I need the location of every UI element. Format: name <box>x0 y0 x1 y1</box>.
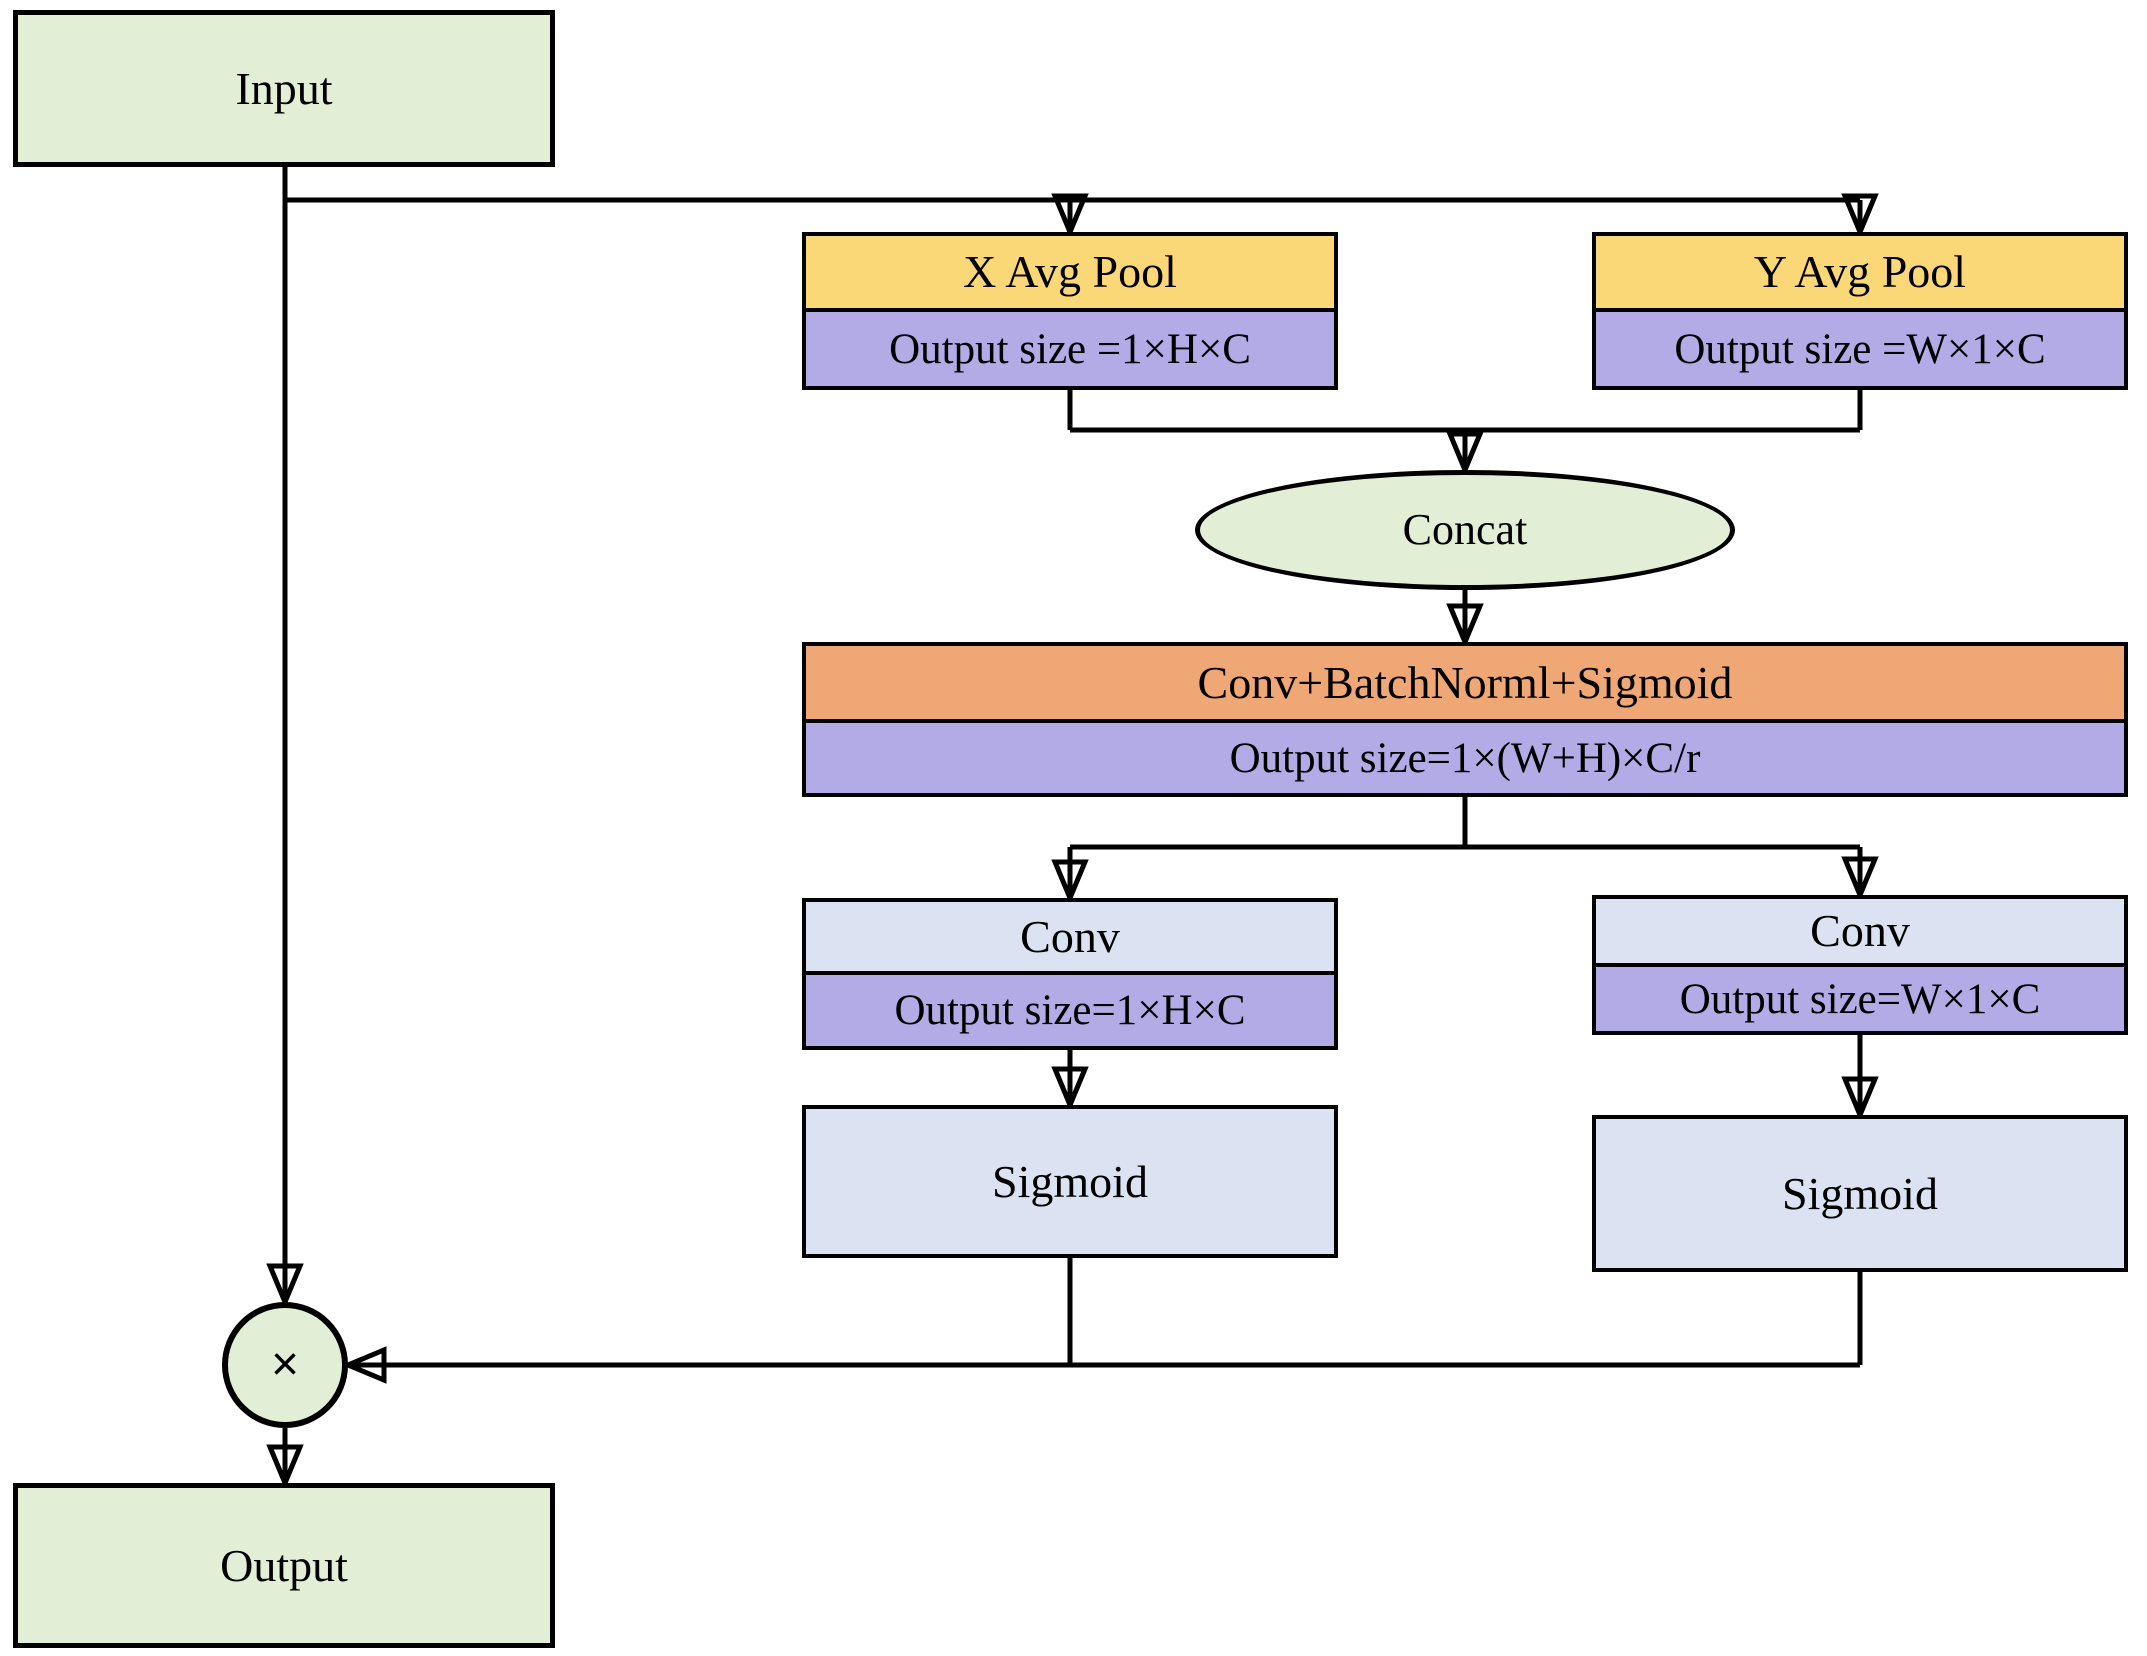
conv-x-output-size: Output size=1×H×C <box>894 987 1246 1034</box>
y-avg-pool-output-size: Output size =W×1×C <box>1674 325 2046 373</box>
conv-y-title-row: Conv <box>1596 899 2124 963</box>
conv-bn-sigmoid-title-row: Conv+BatchNorml+Sigmoid <box>806 646 2124 719</box>
output-node: Output <box>13 1483 555 1648</box>
multiply-node: × <box>222 1302 348 1428</box>
conv-bn-sigmoid-node: Conv+BatchNorml+Sigmoid Output size=1×(W… <box>802 642 2128 797</box>
y-avg-pool-node: Y Avg Pool Output size =W×1×C <box>1592 232 2128 390</box>
input-node: Input <box>13 10 555 167</box>
conv-bn-sigmoid-output-size: Output size=1×(W+H)×C/r <box>1229 734 1701 782</box>
x-avg-pool-label: X Avg Pool <box>963 246 1177 297</box>
y-avg-pool-size-row: Output size =W×1×C <box>1596 308 2124 386</box>
sigmoid-x-node: Sigmoid <box>802 1105 1338 1258</box>
y-avg-pool-title-row: Y Avg Pool <box>1596 236 2124 308</box>
multiply-icon: × <box>270 1338 300 1391</box>
x-avg-pool-size-row: Output size =1×H×C <box>806 308 1334 386</box>
conv-bn-sigmoid-size-row: Output size=1×(W+H)×C/r <box>806 719 2124 793</box>
sigmoid-x-label: Sigmoid <box>992 1155 1148 1207</box>
output-label: Output <box>220 1539 348 1591</box>
input-label: Input <box>235 62 333 114</box>
x-avg-pool-output-size: Output size =1×H×C <box>889 325 1251 373</box>
x-avg-pool-node: X Avg Pool Output size =1×H×C <box>802 232 1338 390</box>
concat-node: Concat <box>1195 470 1735 590</box>
y-avg-pool-label: Y Avg Pool <box>1753 246 1967 297</box>
sigmoid-y-node: Sigmoid <box>1592 1115 2128 1272</box>
conv-x-node: Conv Output size=1×H×C <box>802 898 1338 1050</box>
sigmoid-y-label: Sigmoid <box>1782 1167 1938 1219</box>
conv-bn-sigmoid-label: Conv+BatchNorml+Sigmoid <box>1197 656 1733 708</box>
conv-y-size-row: Output size=W×1×C <box>1596 963 2124 1031</box>
conv-y-label: Conv <box>1810 905 1910 956</box>
conv-y-node: Conv Output size=W×1×C <box>1592 895 2128 1035</box>
conv-x-size-row: Output size=1×H×C <box>806 971 1334 1046</box>
concat-label: Concat <box>1402 505 1528 554</box>
conv-x-label: Conv <box>1020 910 1120 962</box>
conv-y-output-size: Output size=W×1×C <box>1679 975 2041 1023</box>
x-avg-pool-title-row: X Avg Pool <box>806 236 1334 308</box>
conv-x-title-row: Conv <box>806 902 1334 971</box>
